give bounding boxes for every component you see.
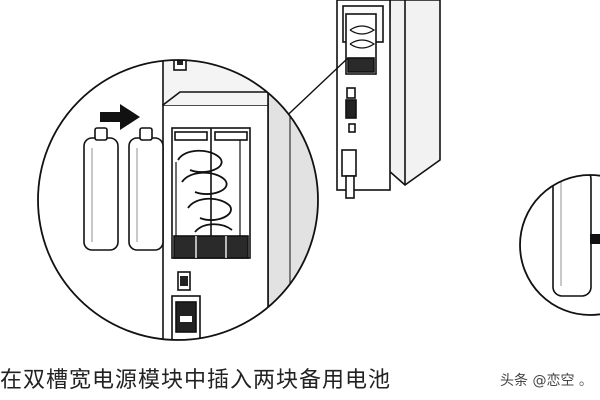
power-module-unit <box>336 0 441 199</box>
magnifier-circle <box>37 59 319 341</box>
spiral-cable-icon <box>175 140 241 236</box>
battery-icon <box>83 127 119 251</box>
battery-icon <box>552 175 592 297</box>
caption-text: 在双槽宽电源模块中插入两块备用电池 <box>0 368 392 393</box>
magnifier-circle-right <box>519 174 600 316</box>
arrow-right-icon <box>100 104 140 130</box>
watermark: 头条 @恋空 。 <box>500 370 593 392</box>
second-magnified-view <box>520 175 600 315</box>
module-side-panel <box>267 60 318 340</box>
watermark-trail: 。 <box>578 373 593 389</box>
module-lower-controls <box>171 271 201 340</box>
watermark-text: 头条 @恋空 <box>500 373 575 389</box>
arrow-right-icon <box>590 234 600 244</box>
battery-icon <box>128 127 164 251</box>
module-front-face <box>162 91 269 340</box>
magnified-view <box>38 60 318 340</box>
